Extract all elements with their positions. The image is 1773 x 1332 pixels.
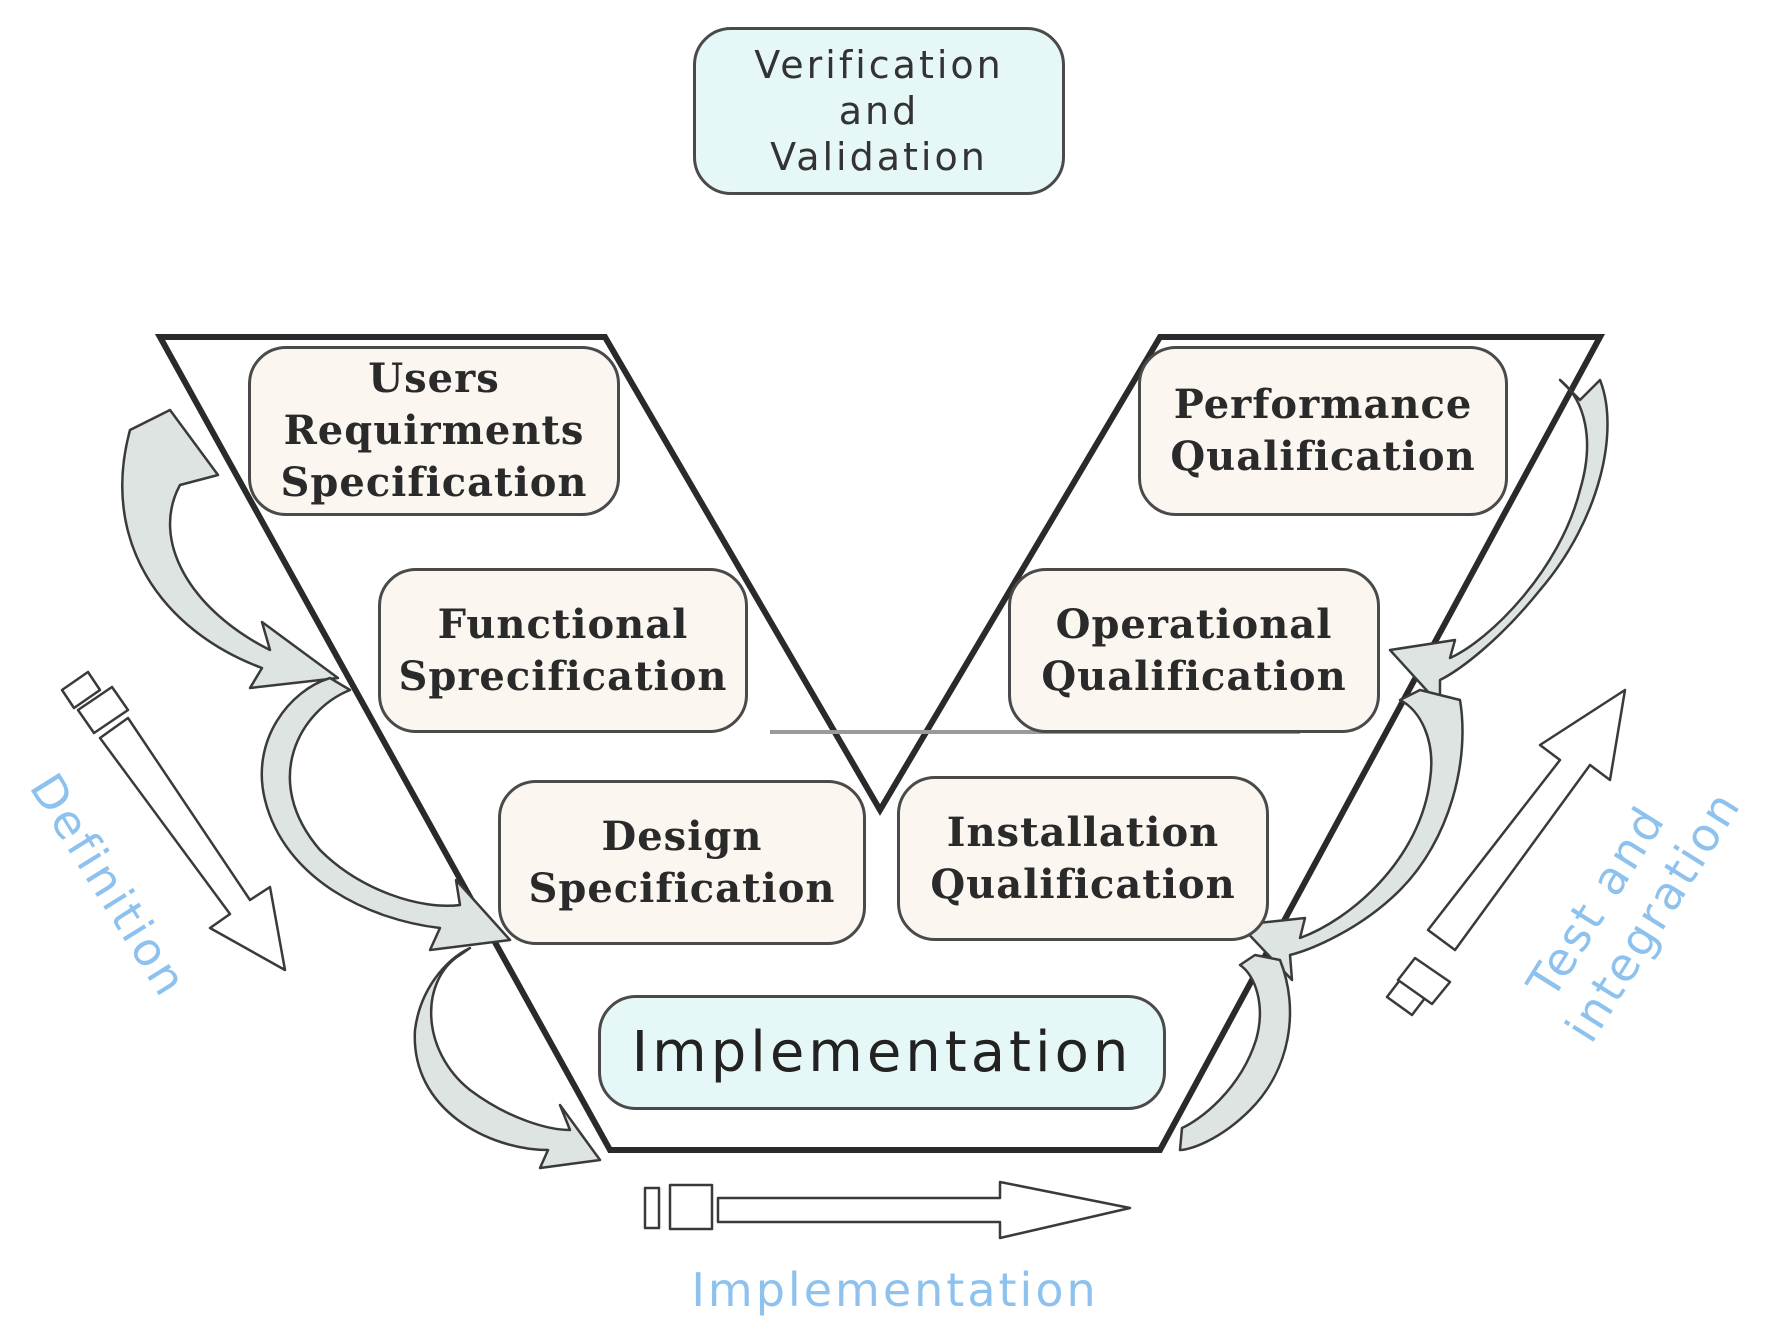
operational-qualification-box: Operational Qualification xyxy=(1008,568,1380,733)
ds-line-2: Specification xyxy=(528,864,836,912)
oq-line-1: Operational xyxy=(1055,600,1333,648)
implementation-phase-label: Implementation xyxy=(691,1263,1099,1317)
users-requirements-specification-box: Users Requirments Specification xyxy=(248,346,620,516)
pq-line-1: Performance xyxy=(1173,381,1473,428)
urs-line-3: Specification xyxy=(280,459,588,506)
pq-line-2: Qualification xyxy=(1170,433,1476,480)
implementation-box: Implementation xyxy=(598,995,1166,1110)
urs-line-1: Users xyxy=(368,355,500,402)
urs-line-2: Requirments xyxy=(283,407,585,454)
fs-line-2: Sprecification xyxy=(398,652,728,700)
left-transition-arrows xyxy=(121,408,602,1170)
functional-specification-box: Functional Sprecification xyxy=(378,568,748,733)
implementation-box-label: Implementation xyxy=(631,1019,1133,1085)
header-line-3: Validation xyxy=(770,135,988,179)
header-line-2: and xyxy=(838,89,920,133)
definition-arrow xyxy=(60,670,287,972)
right-transition-arrows xyxy=(1178,378,1609,1152)
ds-line-1: Design xyxy=(601,812,763,860)
v-left-arm xyxy=(154,334,1606,1153)
implementation-arrow xyxy=(643,1180,1132,1240)
installation-qualification-box: Installation Qualification xyxy=(897,776,1269,941)
performance-qualification-box: Performance Qualification xyxy=(1138,346,1508,516)
verification-validation-box: Verification and Validation xyxy=(693,27,1065,195)
oq-line-2: Qualification xyxy=(1041,652,1347,700)
header-line-1: Verification xyxy=(754,43,1004,87)
design-specification-box: Design Specification xyxy=(498,780,866,945)
iq-line-1: Installation xyxy=(946,808,1220,856)
test-integration-arrow xyxy=(1385,688,1627,1017)
iq-line-2: Qualification xyxy=(930,860,1236,908)
fs-line-1: Functional xyxy=(437,600,689,648)
